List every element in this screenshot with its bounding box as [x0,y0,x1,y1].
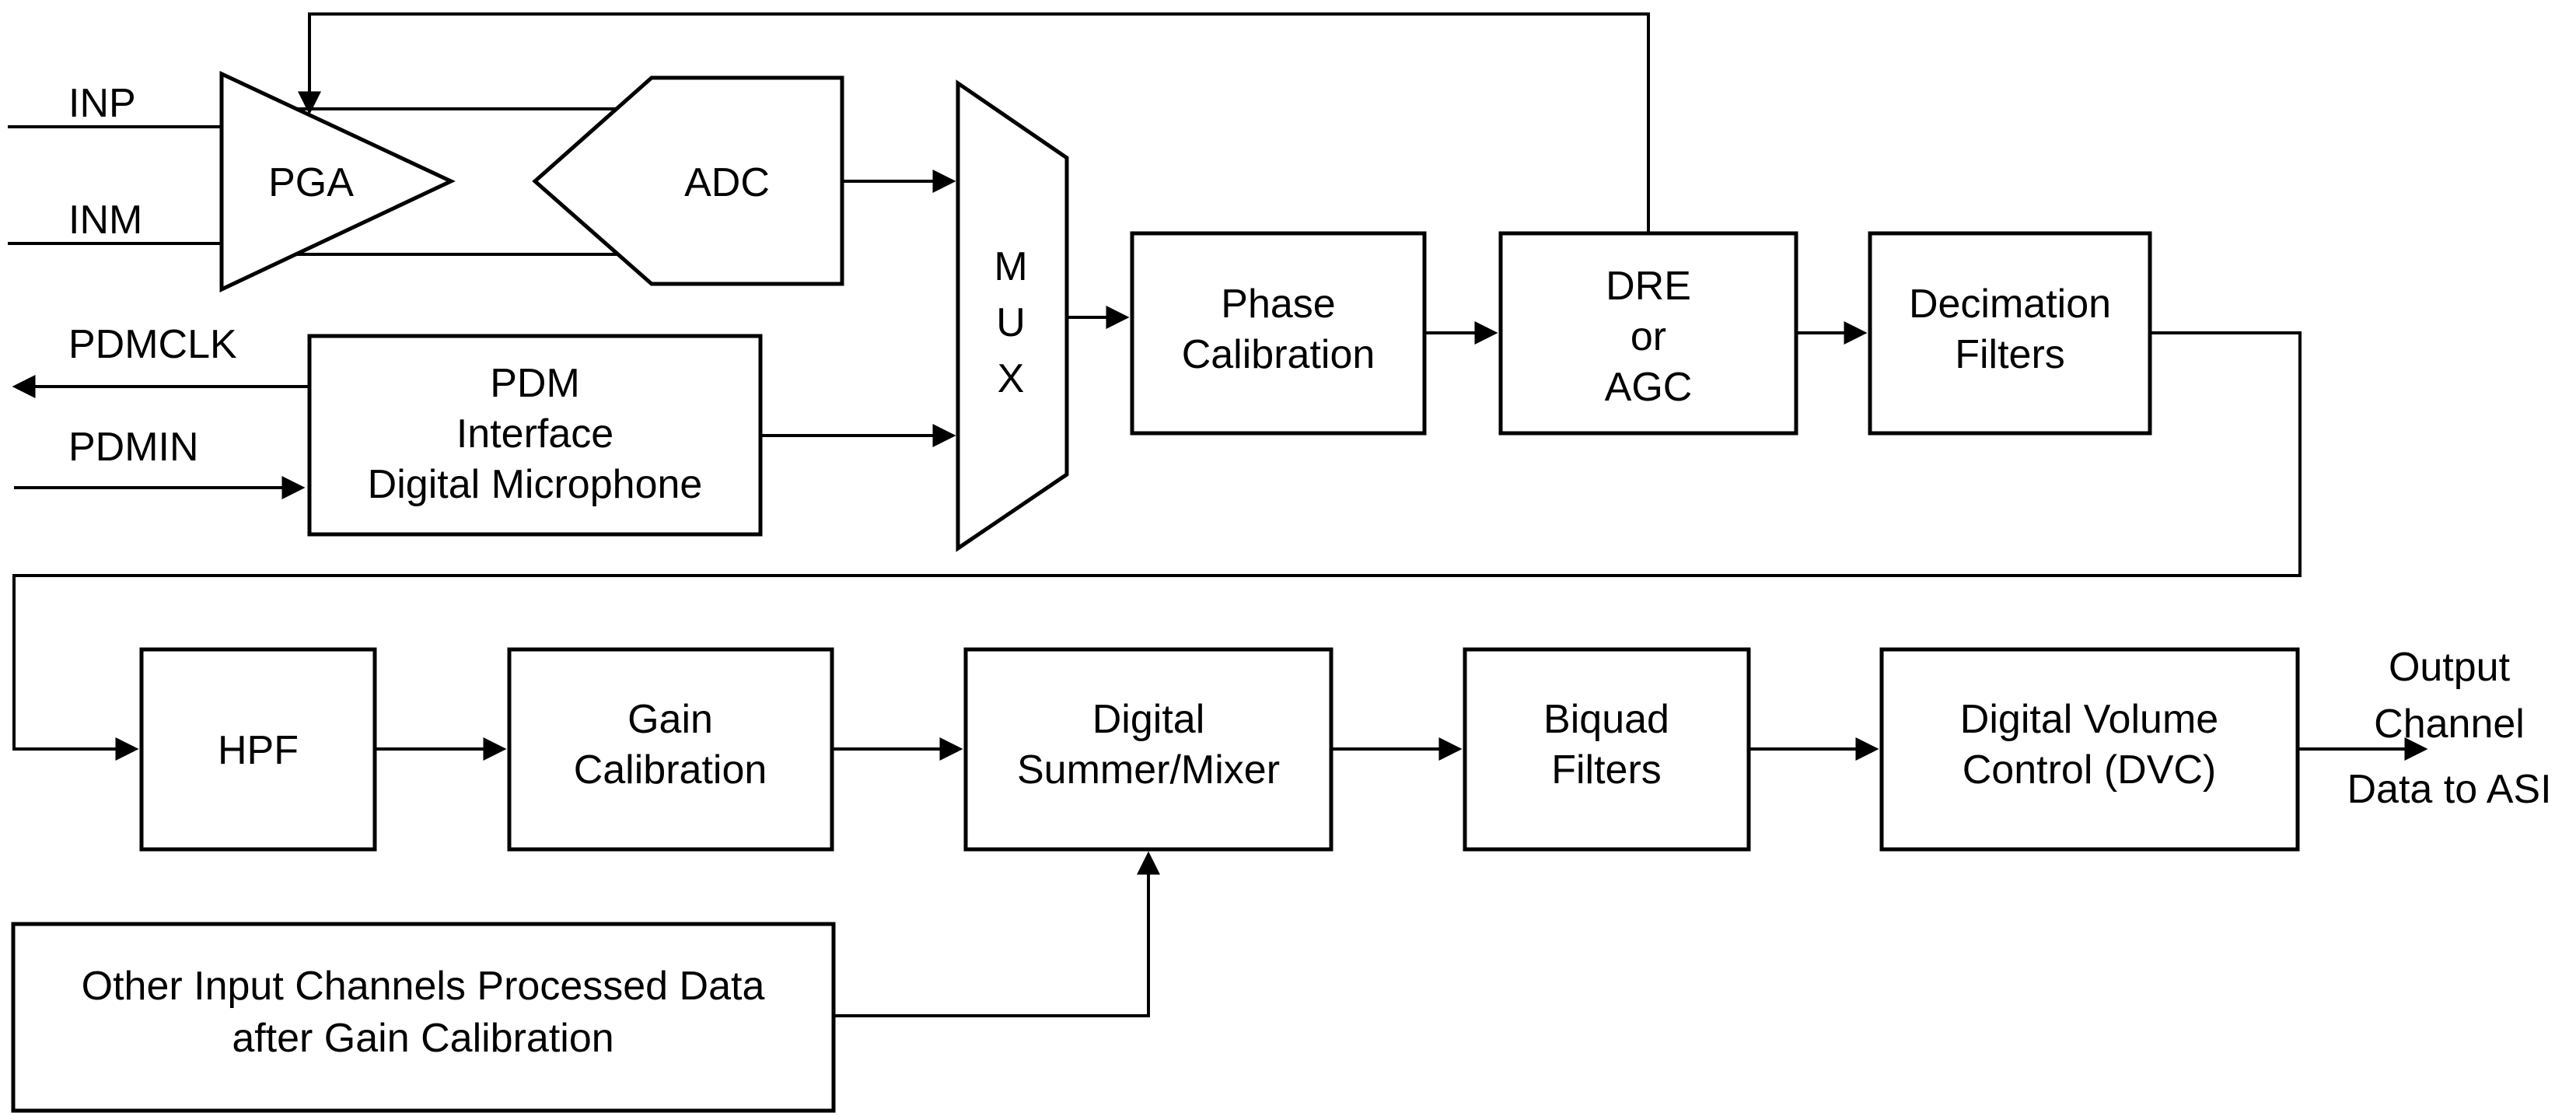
other-box [11,922,836,1113]
block-pdm-interface: PDM Interface Digital Microphone [307,334,763,537]
decim-line-1: Decimation [1909,282,2111,327]
biquad-box [1463,647,1751,852]
wire-agc-feedback-to-pga [298,12,1650,233]
dvc-box [1879,647,2300,852]
dre-box [1498,231,1798,436]
other-line-1: Other Input Channels Processed Data [82,964,765,1009]
block-biquad-filters: Biquad Filters [1463,647,1751,852]
other-line-2: after Gain Calibration [232,1016,613,1061]
phase-box [1130,231,1427,436]
label-pdmclk: PDMCLK [68,322,237,367]
mux-letter-u: U [996,300,1026,345]
output-line-2: Channel [2374,702,2525,747]
adc-pentagon [532,75,844,286]
block-gain-calibration: Gain Calibration [507,647,834,852]
block-other-input-channels: Other Input Channels Processed Data afte… [11,922,836,1113]
mux-letter-x: X [998,356,1025,401]
label-inp: INP [68,81,136,126]
phase-line-2: Calibration [1182,332,1375,377]
mux-letter-m: M [994,244,1027,289]
block-mux: M U X [956,79,1069,552]
mux-trapezoid [956,79,1069,552]
pdm-line-1: PDM [490,361,580,406]
hpf-label: HPF [218,728,299,773]
block-digital-summer-mixer: Digital Summer/Mixer [963,647,1333,852]
block-decimation-filters: Decimation Filters [1868,231,2152,436]
pga-triangle [219,71,456,292]
label-inm: INM [68,198,142,243]
block-dre-agc: DRE or AGC [1498,231,1798,436]
dvc-line-1: Digital Volume [1960,697,2218,742]
gain-line-1: Gain [627,697,713,742]
summer-line-2: Summer/Mixer [1017,747,1280,793]
output-line-1: Output [2389,645,2511,690]
phase-line-1: Phase [1221,282,1335,327]
block-adc: ADC [532,75,844,286]
biquad-line-1: Biquad [1543,697,1669,742]
dre-line-1: DRE [1606,264,1691,309]
dre-line-2: or [1631,314,1666,359]
decim-box [1868,231,2152,436]
block-pga: PGA [219,71,456,292]
summer-line-1: Digital [1092,697,1205,742]
summer-box [963,647,1333,852]
pdm-line-3: Digital Microphone [368,462,703,507]
adc-label: ADC [684,160,770,205]
wire-other-to-summer [834,851,1160,1017]
dre-line-3: AGC [1605,365,1693,410]
block-phase-calibration: Phase Calibration [1130,231,1427,436]
label-pdmin: PDMIN [68,425,199,470]
hpf-box [139,647,377,852]
pga-label: PGA [268,160,354,205]
biquad-line-2: Filters [1551,747,1662,793]
gain-box [507,647,834,852]
pdm-line-2: Interface [456,411,613,457]
gain-line-2: Calibration [574,747,767,793]
output-line-3: Data to ASI [2347,767,2551,812]
wire-decim-to-hpf [12,331,2302,761]
decim-line-2: Filters [1955,332,2065,377]
block-digital-volume-control: Digital Volume Control (DVC) [1879,647,2300,852]
label-output-channel-data: Output Channel Data to ASI [2347,645,2551,812]
block-hpf: HPF [139,647,377,852]
dvc-line-2: Control (DVC) [1963,747,2217,793]
pdm-box [307,334,763,537]
